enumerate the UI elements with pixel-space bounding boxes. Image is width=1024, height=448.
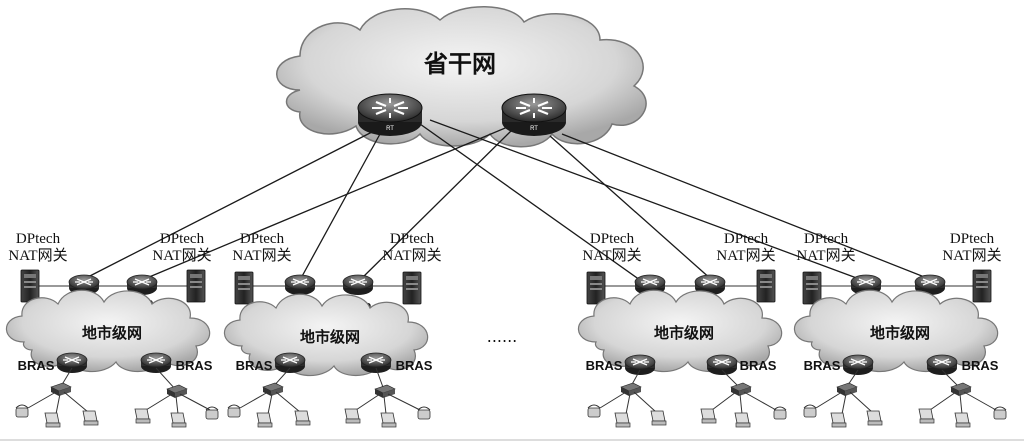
core-network-cloud: 省干网	[276, 6, 647, 148]
metro-network-label: 地市级网	[300, 328, 360, 346]
nat-gateway-server	[186, 269, 206, 303]
metro-group-3: DPtech NAT网关 DPtech NAT网关 CR CR 地市级网 BRA…	[577, 231, 787, 428]
core-router-right: RT	[500, 92, 568, 138]
bras-router	[624, 354, 656, 376]
gateway-left-line1: DPtech	[240, 231, 285, 247]
nat-gateway-server	[234, 271, 254, 305]
gateway-right-line2: NAT网关	[942, 247, 1001, 264]
bras-router	[360, 352, 392, 374]
nat-gateway-server	[20, 269, 40, 303]
gateway-left-line1: DPtech	[590, 231, 635, 247]
metro-network-label: 地市级网	[654, 324, 714, 342]
metro-group-2: DPtech NAT网关 DPtech NAT网关 CR CR 地市级网 BRA…	[223, 231, 442, 428]
bras-router	[706, 354, 738, 376]
bras-router	[926, 354, 958, 376]
gateway-right-line2: NAT网关	[152, 247, 211, 264]
bras-label: BRAS	[586, 358, 623, 373]
core-links	[81, 119, 933, 281]
nat-gateway-server	[756, 269, 776, 303]
nat-gateway-server	[972, 269, 992, 303]
bras-label: BRAS	[236, 358, 273, 373]
access-switch	[50, 382, 72, 397]
bras-label: BRAS	[18, 358, 55, 373]
gateway-right-line1: DPtech	[390, 231, 435, 247]
access-switch	[620, 382, 642, 397]
gateway-right-line1: DPtech	[950, 231, 995, 247]
bras-router	[56, 352, 88, 374]
cr-router	[284, 274, 316, 296]
bras-router	[140, 352, 172, 374]
metro-network-label: 地市级网	[82, 324, 142, 342]
bras-label: BRAS	[962, 358, 999, 373]
bras-label: BRAS	[740, 358, 777, 373]
gateway-left-line1: DPtech	[16, 231, 61, 247]
metro-network-label: 地市级网	[870, 324, 930, 342]
access-switch	[262, 382, 284, 397]
core-router-left: RT	[356, 92, 424, 138]
more-groups-ellipsis: ......	[487, 327, 518, 346]
router-rt-label: RT	[530, 126, 538, 132]
bras-router	[842, 354, 874, 376]
nat-gateway-server	[586, 271, 606, 305]
gateway-left-line2: NAT网关	[796, 247, 855, 264]
gateway-left-line2: NAT网关	[8, 247, 67, 264]
bras-label: BRAS	[176, 358, 213, 373]
bras-label: BRAS	[396, 358, 433, 373]
core-network-label: 省干网	[423, 50, 496, 78]
bras-label: BRAS	[804, 358, 841, 373]
gateway-left-line1: DPtech	[804, 231, 849, 247]
gateway-right-line2: NAT网关	[716, 247, 775, 264]
metro-group-4: DPtech NAT网关 DPtech NAT网关 CR CR 地市级网 BRA…	[793, 231, 1007, 428]
bras-router	[274, 352, 306, 374]
access-switch	[836, 382, 858, 397]
gateway-right-line2: NAT网关	[382, 247, 441, 264]
gateway-right-line1: DPtech	[160, 231, 205, 247]
nat-gateway-server	[802, 271, 822, 305]
nat-gateway-server	[402, 271, 422, 305]
router-rt-label: RT	[386, 126, 394, 132]
cr-router	[342, 274, 374, 296]
gateway-left-line2: NAT网关	[232, 247, 291, 264]
gateway-left-line2: NAT网关	[582, 247, 641, 264]
metro-group-1: DPtech NAT网关 DPtech NAT网关 CR CR 地市级网 BRA…	[5, 231, 219, 428]
gateway-right-line1: DPtech	[724, 231, 769, 247]
